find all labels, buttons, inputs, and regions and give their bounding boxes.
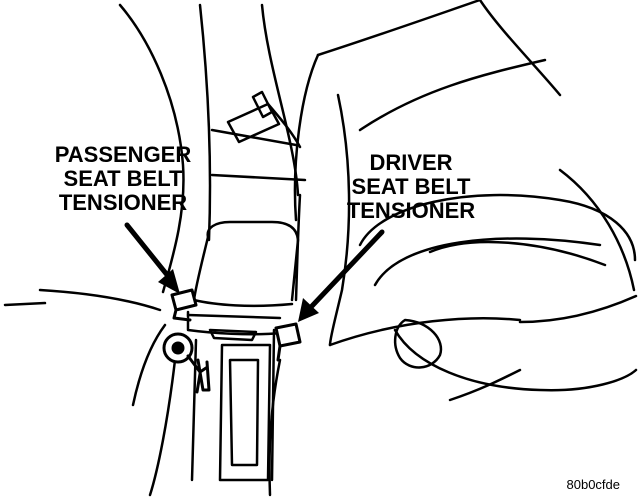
passenger-label-line-3: TENSIONER bbox=[58, 190, 188, 215]
driver-leader-arrow bbox=[298, 229, 385, 322]
driver-tensioner-part bbox=[274, 322, 302, 362]
passenger-tensioner-part bbox=[170, 288, 198, 322]
shoulder-belt bbox=[210, 90, 307, 182]
steering-wheel bbox=[358, 193, 638, 392]
passenger-tensioner-label: PASSENGER SEAT BELT TENSIONER bbox=[38, 143, 208, 215]
driver-label-line-2: SEAT BELT bbox=[351, 174, 471, 199]
rear-pillar bbox=[260, 3, 302, 302]
center-console bbox=[186, 220, 300, 482]
passenger-label-line-2: SEAT BELT bbox=[63, 166, 183, 191]
passenger-leader-arrow bbox=[124, 222, 180, 294]
passenger-label-line-1: PASSENGER bbox=[54, 142, 192, 167]
figure-id: 80b0cfde bbox=[566, 477, 621, 492]
driver-tensioner-label: DRIVER SEAT BELT TENSIONER bbox=[336, 151, 486, 223]
driver-label-line-1: DRIVER bbox=[369, 150, 453, 175]
driver-seat bbox=[268, 0, 636, 497]
lower-buckle bbox=[162, 332, 211, 394]
passenger-seat bbox=[3, 3, 212, 497]
driver-label-line-3: TENSIONER bbox=[346, 198, 476, 223]
